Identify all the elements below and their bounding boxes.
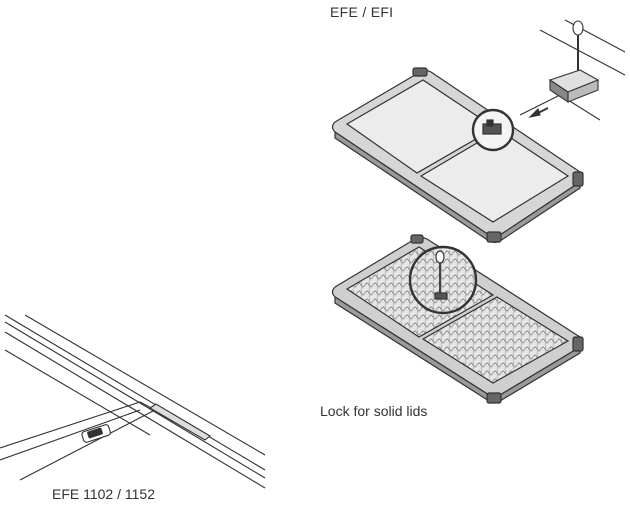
lock-detail: [519, 19, 626, 121]
solid-lid-freezer: [331, 67, 584, 244]
header-label: EFE / EFI: [330, 4, 394, 20]
model-caption: EFE 1102 / 1152: [52, 486, 155, 502]
lock-caption: Lock for solid lids: [320, 403, 428, 419]
mesh-lid-freezer: [331, 234, 584, 404]
sliding-lid-closeup: [0, 314, 266, 489]
